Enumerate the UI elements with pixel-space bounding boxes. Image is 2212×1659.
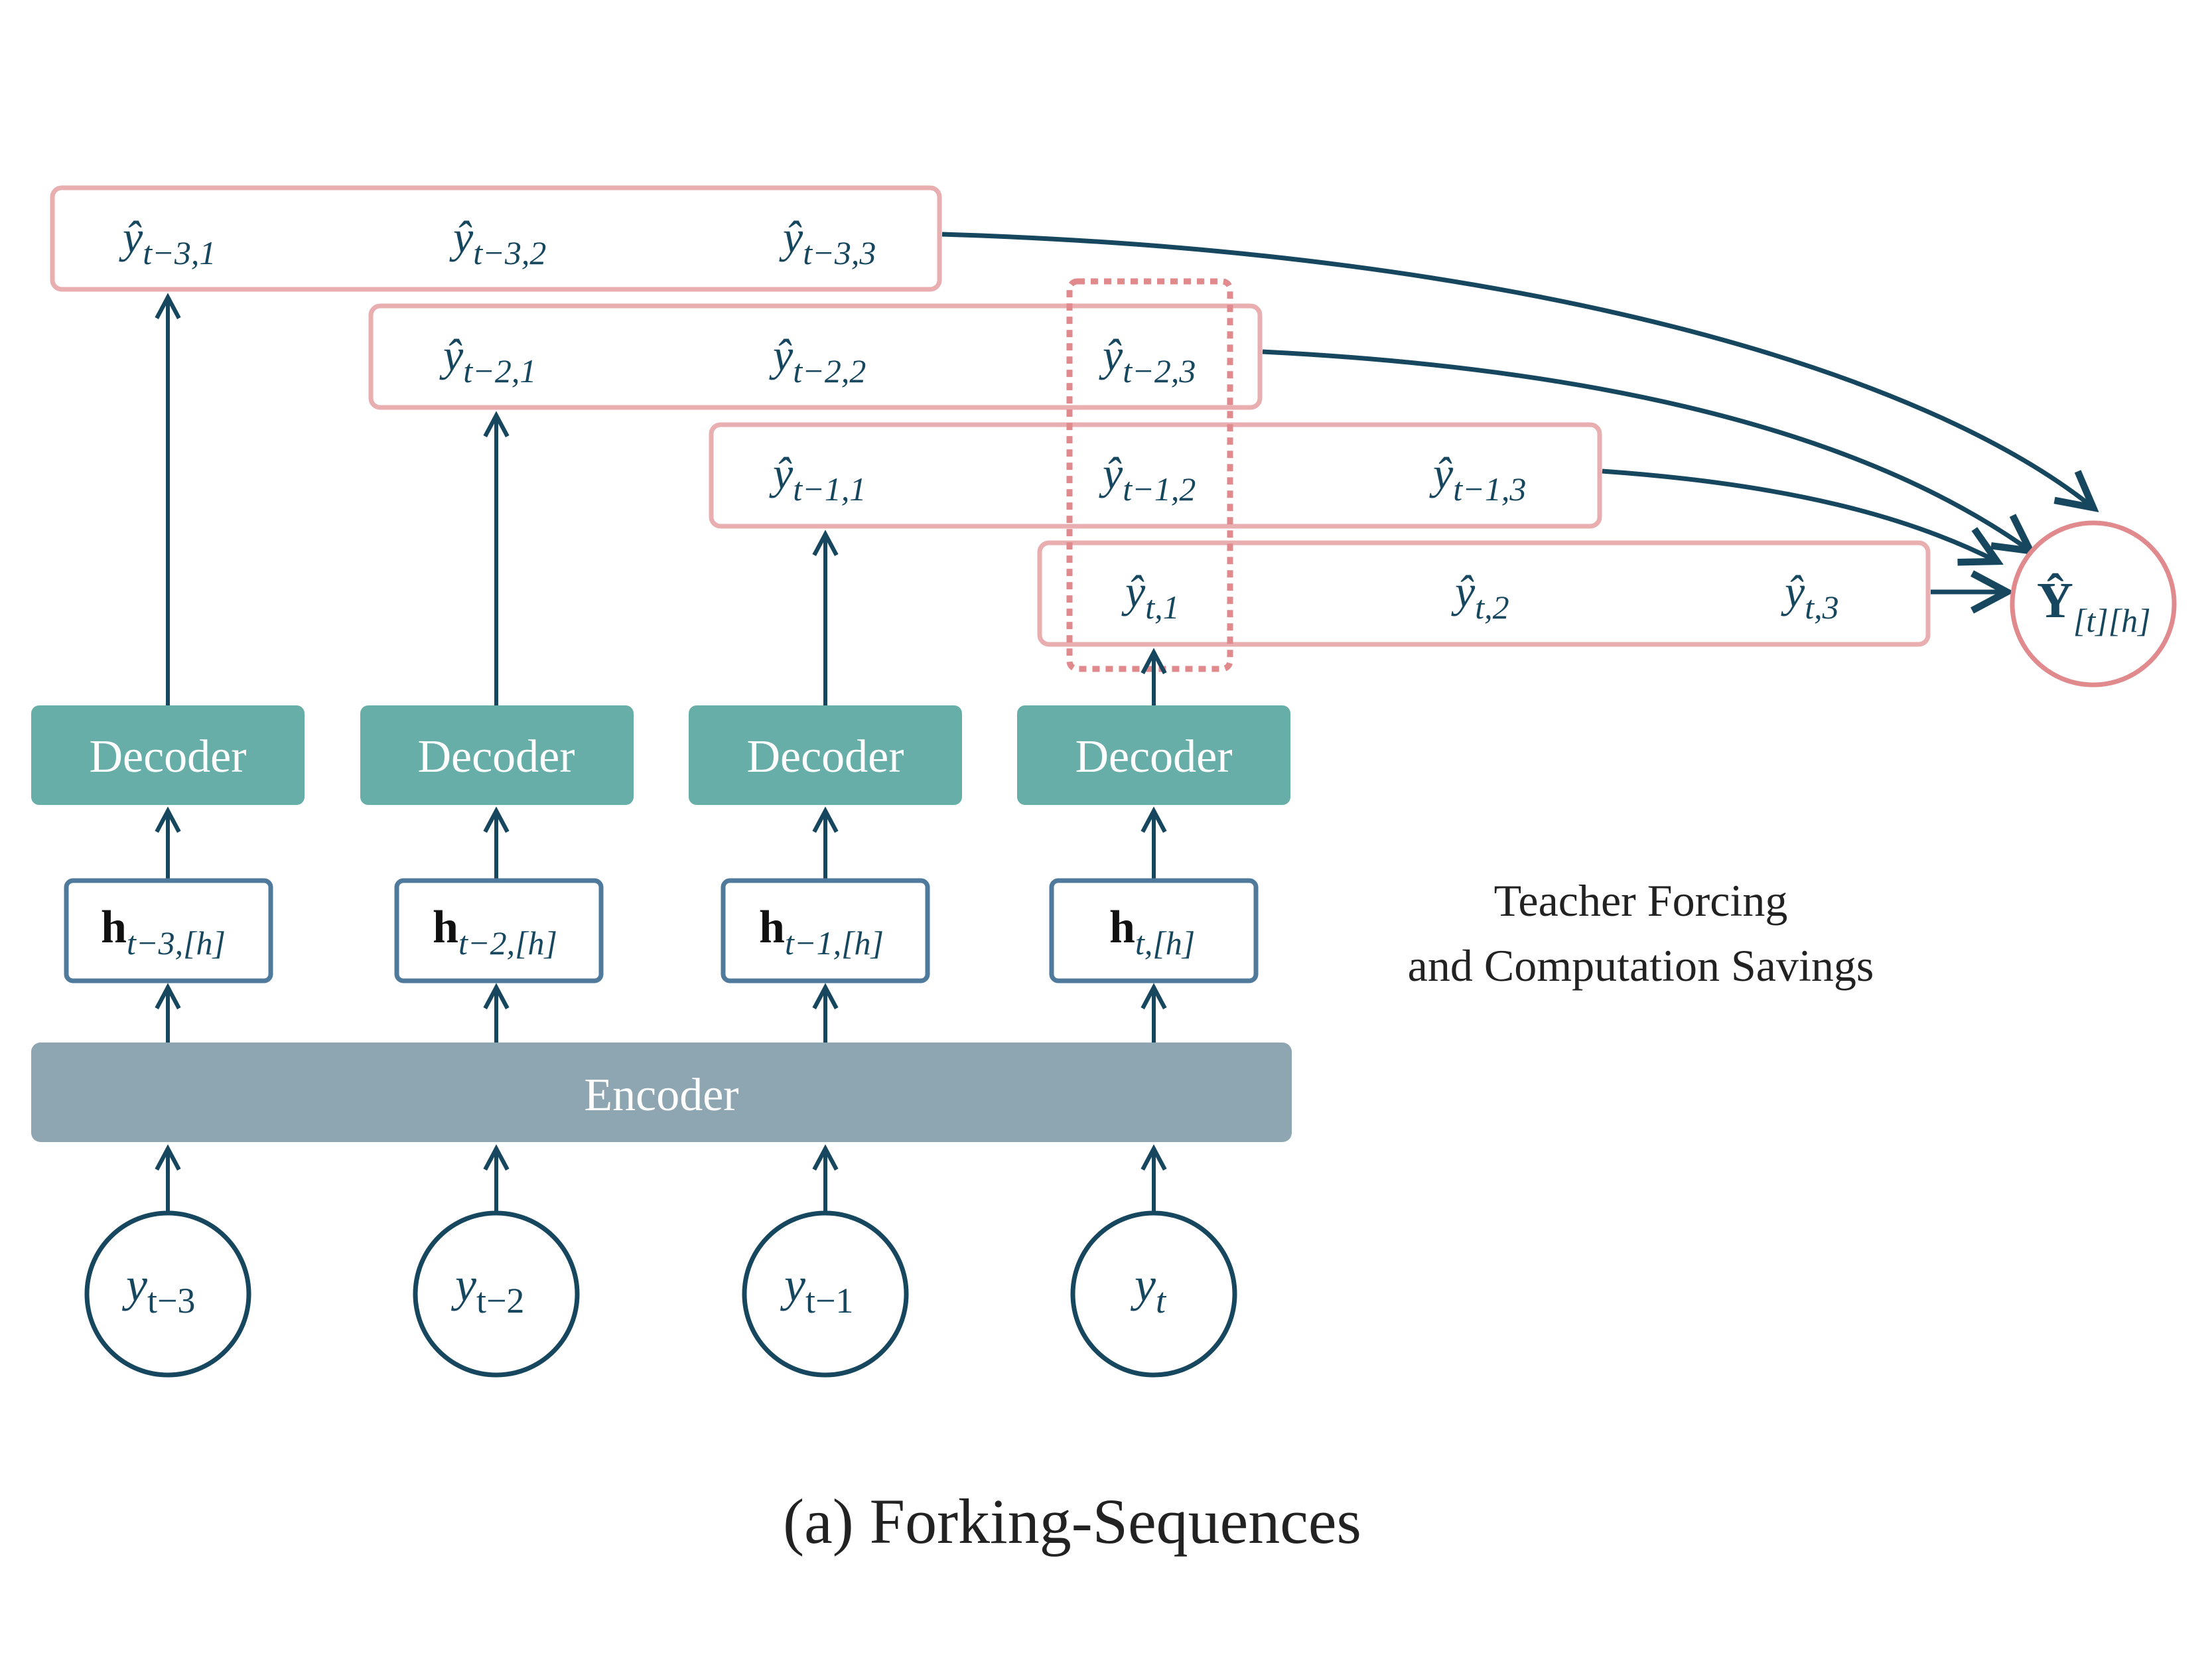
decoder-label-4: Decoder	[1075, 731, 1232, 782]
decoder-label-3: Decoder	[746, 731, 904, 782]
input-to-encoder-arrows	[168, 1149, 1154, 1213]
hidden-box-1	[64, 878, 273, 983]
forecast-label-t-1-2: ŷt−1,2	[1099, 448, 1196, 508]
arrow-row-t-1-to-output	[1602, 469, 1997, 561]
hidden-box-2	[394, 878, 604, 983]
encoder: Encoder	[31, 1043, 1292, 1142]
hidden-label-4: ht,[h]	[1109, 902, 1195, 962]
forecast-row-box-t-2	[368, 303, 1263, 410]
forecast-label-t-3-3: ŷt−3,3	[779, 212, 876, 271]
annotation-line-1: Teacher Forcing	[1494, 875, 1788, 926]
encoder-to-hidden-arrows	[168, 987, 1154, 1043]
arrow-row-t-2-to-output	[1262, 349, 2030, 551]
decoder-box-4	[1017, 705, 1290, 805]
input-label-4: yt	[1130, 1258, 1167, 1321]
hidden-box-3	[721, 878, 930, 983]
hidden-label-1: ht−3,[h]	[101, 902, 226, 962]
decoder-box-3	[689, 705, 962, 805]
forecast-row-box-t	[1037, 540, 1931, 647]
decoder-label-2: Decoder	[417, 731, 575, 782]
forecast-label-t-2-1: ŷt−2,1	[439, 330, 536, 390]
hidden-label-3: ht−1,[h]	[759, 902, 884, 962]
hidden-states: ht−3,[h] ht−2,[h] ht−1,[h] ht,[h]	[64, 878, 1259, 983]
forecast-label-t-3-1: ŷt−3,1	[119, 212, 216, 271]
input-circle-3	[742, 1210, 909, 1378]
encoder-label: Encoder	[584, 1070, 738, 1121]
annotation-line-2: and Computation Savings	[1408, 940, 1874, 991]
forecast-label-t-1-1: ŷt−1,1	[769, 448, 866, 508]
forecast-label-t-3-2: ŷt−3,2	[449, 212, 546, 271]
decoder-label-1: Decoder	[89, 731, 246, 782]
figure-caption: (a) Forking-Sequences	[783, 1486, 1361, 1557]
hidden-box-4	[1049, 878, 1259, 983]
arrow-row-t-3-to-output	[941, 232, 2093, 508]
forecast-label-t-2-2: ŷt−2,2	[769, 330, 866, 390]
forecast-label-t-2-3: ŷt−2,3	[1099, 330, 1196, 390]
input-circle-4	[1070, 1210, 1237, 1378]
decoder-output-arrows	[168, 297, 1154, 705]
hidden-to-decoder-arrows	[168, 811, 1154, 881]
input-circle-1	[84, 1210, 251, 1378]
output-circle	[2010, 520, 2177, 687]
input-label-1: yt−3	[121, 1258, 195, 1321]
forecast-label-t-3rd: ŷt,3	[1781, 566, 1839, 626]
forecast-row-boxes	[50, 185, 1931, 647]
forecast-labels: ŷt−3,1 ŷt−3,2 ŷt−3,3 ŷt−2,1 ŷt−2,2 ŷt−2,…	[119, 212, 1839, 626]
output-node: Ŷ[t][h]	[2010, 520, 2177, 687]
forecast-label-t-1st: ŷt,1	[1121, 566, 1180, 626]
forecast-row-box-t-3	[50, 185, 942, 292]
aggregation-arrows	[941, 232, 2093, 592]
forecast-label-t-2nd: ŷt,2	[1451, 566, 1509, 626]
decoder-box-2	[360, 705, 634, 805]
input-nodes: yt−3 yt−2 yt−1 yt	[84, 1210, 1237, 1378]
input-label-2: yt−2	[450, 1258, 524, 1321]
hidden-label-2: ht−2,[h]	[433, 902, 557, 962]
decoder-box-1	[31, 705, 305, 805]
output-label: Ŷ[t][h]	[2037, 573, 2151, 639]
forecast-label-t-1-3: ŷt−1,3	[1429, 448, 1526, 508]
input-label-3: yt−1	[780, 1258, 853, 1321]
decoders: Decoder Decoder Decoder Decoder	[31, 705, 1290, 805]
forecast-row-box-t-1	[709, 422, 1602, 529]
encoder-box	[31, 1043, 1292, 1142]
annotation-text: Teacher Forcing and Computation Savings	[1408, 875, 1874, 991]
input-circle-2	[413, 1210, 580, 1378]
